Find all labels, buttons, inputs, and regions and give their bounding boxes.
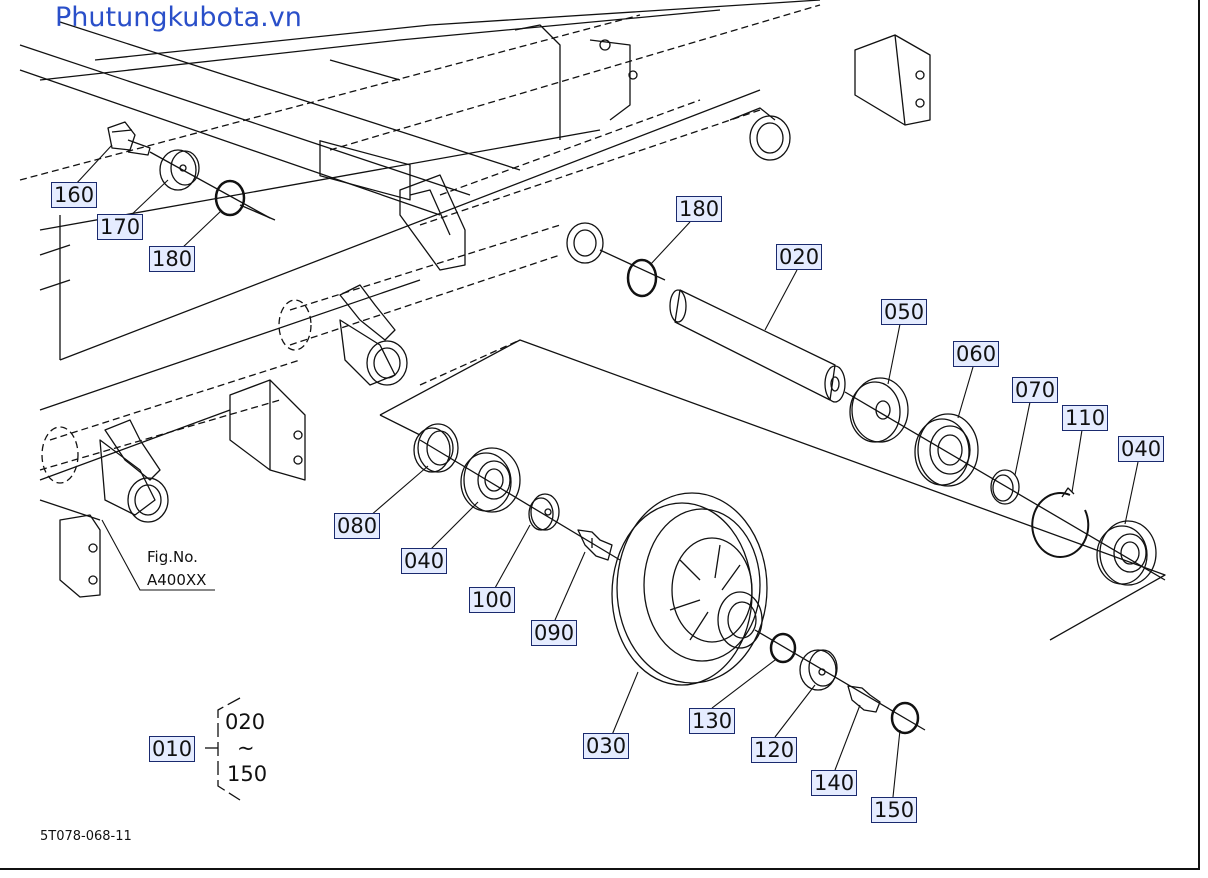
- callout-080[interactable]: 080: [334, 513, 381, 539]
- o-ring-130-drawing: [769, 632, 797, 664]
- callout-110[interactable]: 110: [1062, 405, 1109, 431]
- callout-120[interactable]: 120: [751, 737, 798, 763]
- washer-100-drawing: [528, 493, 560, 531]
- snap-ring-150-drawing: [890, 701, 920, 735]
- mount-bracket-lower: [229, 379, 306, 481]
- assembly-range-tilde: ~: [237, 736, 255, 760]
- callout-170[interactable]: 170: [97, 214, 144, 240]
- leader-lines: [74, 144, 1139, 798]
- callout-030[interactable]: 030: [583, 733, 630, 759]
- frame-beam-upper: [19, 0, 821, 216]
- assembly-brace: [205, 697, 241, 801]
- callout-140[interactable]: 140: [811, 770, 858, 796]
- callout-130[interactable]: 130: [689, 708, 736, 734]
- washer-050-drawing: [849, 377, 909, 443]
- grease-fitting-140-drawing: [847, 685, 881, 713]
- callout-100[interactable]: 100: [469, 587, 516, 613]
- o-ring-180b-drawing: [626, 258, 658, 298]
- drawing-code: 5T078-068-11: [40, 829, 132, 844]
- watermark-text: Phutungkubota.vn: [55, 2, 302, 33]
- frame-boss-upper: [566, 107, 791, 264]
- spacer-070-drawing: [990, 469, 1020, 505]
- assembly-range-end: 150: [227, 762, 268, 786]
- bearing-040b-drawing: [1096, 520, 1157, 586]
- shaft-020-drawing: [669, 289, 846, 403]
- callout-150[interactable]: 150: [871, 797, 918, 823]
- seal-060-drawing: [914, 413, 979, 487]
- frame-boss-left: [99, 419, 169, 523]
- callout-090[interactable]: 090: [531, 620, 578, 646]
- figure-ref-number[interactable]: A400XX: [147, 571, 207, 589]
- callout-160[interactable]: 160: [51, 182, 98, 208]
- assembly-range-start: 020: [225, 710, 266, 734]
- bearing-040a-drawing: [460, 447, 521, 513]
- figure-ref-label: Fig.No.: [147, 548, 198, 566]
- callout-040-left[interactable]: 040: [401, 548, 448, 574]
- callout-020[interactable]: 020: [776, 244, 823, 270]
- mount-bracket-center: [399, 24, 638, 271]
- mount-bracket-left: [59, 514, 101, 598]
- callout-010-assembly[interactable]: 010: [149, 736, 196, 762]
- idler-wheel-030-drawing: [611, 492, 768, 686]
- callout-060[interactable]: 060: [953, 341, 1000, 367]
- cross-tube-dashed: [19, 4, 821, 484]
- callout-050[interactable]: 050: [881, 299, 928, 325]
- frame-beam-lower: [39, 89, 761, 521]
- collar-120-drawing: [799, 649, 838, 691]
- collar-170-drawing: [159, 149, 200, 191]
- o-ring-180a-drawing: [214, 179, 246, 217]
- grease-fitting-090-drawing: [577, 529, 613, 561]
- callout-180-shaft[interactable]: 180: [676, 196, 723, 222]
- collar-080-drawing: [413, 423, 459, 473]
- frame-boss-middle: [339, 284, 408, 386]
- callout-070[interactable]: 070: [1012, 377, 1059, 403]
- callout-180-upper-left[interactable]: 180: [149, 246, 196, 272]
- mount-bracket-right-top: [854, 34, 931, 126]
- callout-040-right[interactable]: 040: [1118, 436, 1165, 462]
- grease-fitting-160-drawing: [107, 121, 151, 156]
